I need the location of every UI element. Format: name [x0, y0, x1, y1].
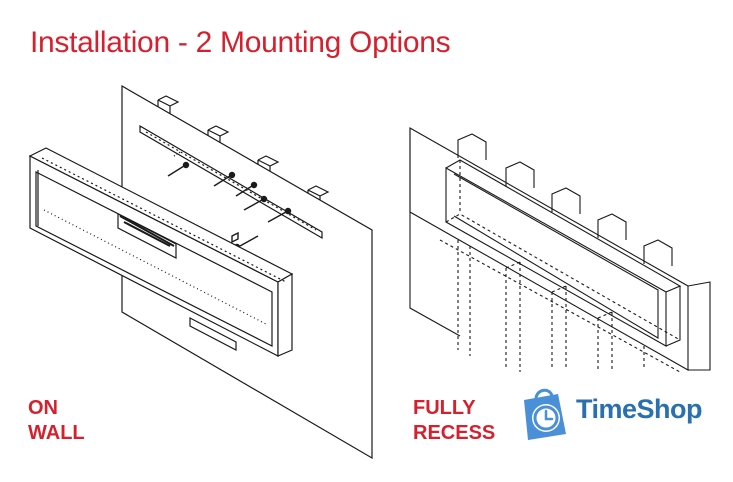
- recessed-unit: [445, 159, 682, 347]
- shopping-bag-clock-icon: [524, 388, 566, 440]
- option-on-wall-label: ON WALL: [28, 396, 85, 446]
- on-wall-drawing: [28, 84, 373, 460]
- on-wall-line2: WALL: [28, 422, 85, 444]
- recessed-line2: RECESS: [413, 422, 496, 444]
- mounting-rail: [139, 124, 323, 240]
- on-wall-line1: ON: [28, 397, 58, 419]
- page-title: Installation - 2 Mounting Options: [30, 26, 451, 59]
- fireplace-unit: [28, 147, 294, 357]
- recessed-framing: [439, 239, 681, 373]
- recessed-studs: [457, 133, 673, 266]
- recessed-drawing: [409, 127, 711, 373]
- watermark-text: TimeShop: [576, 394, 703, 424]
- timeshop-watermark: TimeShop: [510, 382, 733, 444]
- recessed-line1: FULLY: [413, 397, 476, 419]
- option-fully-recessed-label: FULLY RECESS: [413, 396, 495, 446]
